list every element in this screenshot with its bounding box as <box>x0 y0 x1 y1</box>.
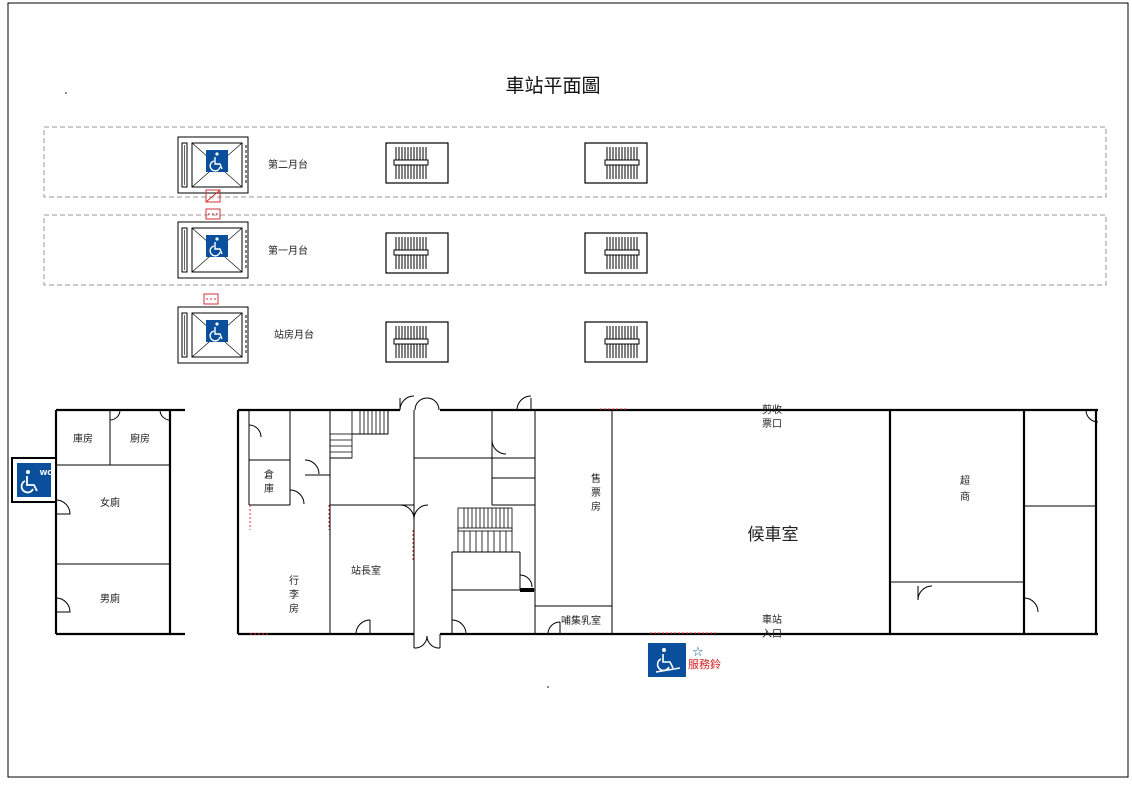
platform-2-outline <box>43 126 1107 198</box>
stair-icon <box>584 142 648 184</box>
platform-1-label: 第一月台 <box>268 244 308 257</box>
wheelchair-service-icon <box>648 643 686 677</box>
ticket-gate-label: 票口 <box>762 418 782 430</box>
page-border <box>7 2 1129 778</box>
elevator-station-platform-icon <box>177 306 249 364</box>
room-mens-toilet-label: 男廁 <box>100 592 120 605</box>
page-title: 車站平面圖 <box>505 75 600 97</box>
door-swings <box>248 395 1099 649</box>
elevator-connector-icon <box>203 189 221 305</box>
room-waiting-label: 候車室 <box>748 525 799 545</box>
stair-icon <box>584 321 648 363</box>
room-warehouse-label: 倉 <box>264 468 274 481</box>
station-entrance-label: 入口 <box>762 629 782 640</box>
station-platform-label: 站房月台 <box>274 328 314 341</box>
wc-label: WC <box>40 469 53 477</box>
room-storage-label: 庫房 <box>73 432 93 445</box>
room-womens-toilet-label: 女廁 <box>100 496 120 509</box>
platform-1-outline <box>43 214 1107 286</box>
room-nursing-label: 哺集乳室 <box>561 614 601 627</box>
service-bell-star-icon: ☆ <box>692 645 704 660</box>
room-luggage-label: 李 <box>289 588 299 601</box>
building-walls <box>236 408 1098 636</box>
interior-stair-icon <box>329 409 513 553</box>
room-convenience-store-label: 商 <box>960 490 970 503</box>
stair-icon <box>385 232 449 274</box>
room-kitchen-label: 廚房 <box>130 432 150 445</box>
room-stationmaster-label: 站長室 <box>351 564 381 577</box>
ticket-gate-label: 剪收 <box>762 403 782 416</box>
stair-icon <box>584 232 648 274</box>
room-warehouse-label: 庫 <box>264 482 274 495</box>
elevator-platform-2-icon <box>177 136 249 194</box>
room-luggage-label: 房 <box>289 602 299 615</box>
room-ticket-office-label: 票 <box>591 487 601 499</box>
service-bell-label: 服務鈴 <box>688 657 721 671</box>
elevator-platform-1-icon <box>177 221 249 279</box>
stair-icon <box>385 142 449 184</box>
room-ticket-office-label: 房 <box>591 500 601 513</box>
interior-walls <box>248 410 1096 634</box>
platform-2-label: 第二月台 <box>268 158 308 171</box>
room-convenience-store-label: 超 <box>960 474 970 487</box>
stair-icon <box>385 321 449 363</box>
accessible-wc-icon: WC <box>11 457 57 503</box>
station-entrance-label: 車站 <box>762 613 782 626</box>
room-ticket-office-label: 售 <box>591 472 601 485</box>
room-luggage-label: 行 <box>289 574 299 587</box>
red-marker-lines <box>249 408 716 635</box>
toilet-block-walls <box>54 408 185 636</box>
